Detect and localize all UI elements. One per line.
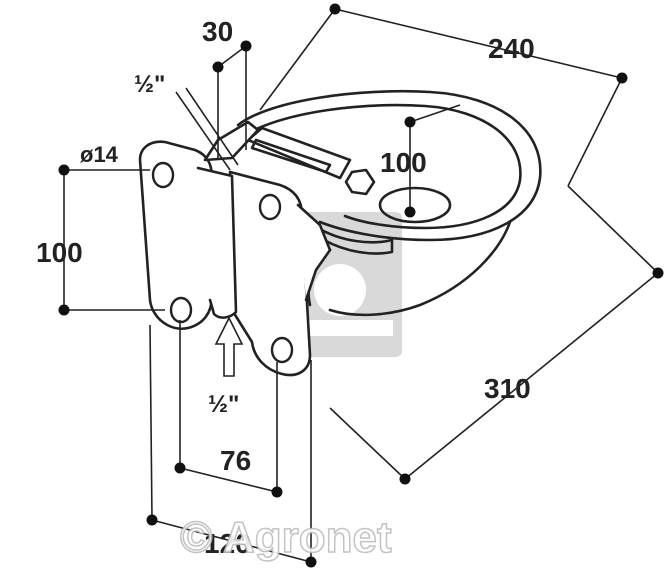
dim-30-label: 30 [202,16,233,47]
dim-100-left-label: 100 [36,237,83,268]
dim-100-bowl-label: 100 [380,147,427,178]
bolt-hole-bottom-left [169,296,193,324]
dim-310-label: 310 [484,373,531,404]
bolt-hole-bottom-right [270,336,294,364]
bolt-hole-top-left [151,161,175,189]
dim-120-label: 120 [204,528,251,559]
dim-phi14-label: ø14 [80,142,119,167]
watermark-logo-inner [298,264,393,336]
dimension-dots [58,3,664,568]
bolt-hole-top-right [258,193,282,221]
dimension-lines [63,8,659,563]
dim-half-inch-bottom-label: ½" [208,391,239,418]
watermark-text: © Agronet [180,513,392,562]
dim-240-label: 240 [488,33,535,64]
dim-half-inch-top-label: ½" [134,71,165,98]
dim-76-label: 76 [220,445,251,476]
bolt-holes [151,161,294,364]
